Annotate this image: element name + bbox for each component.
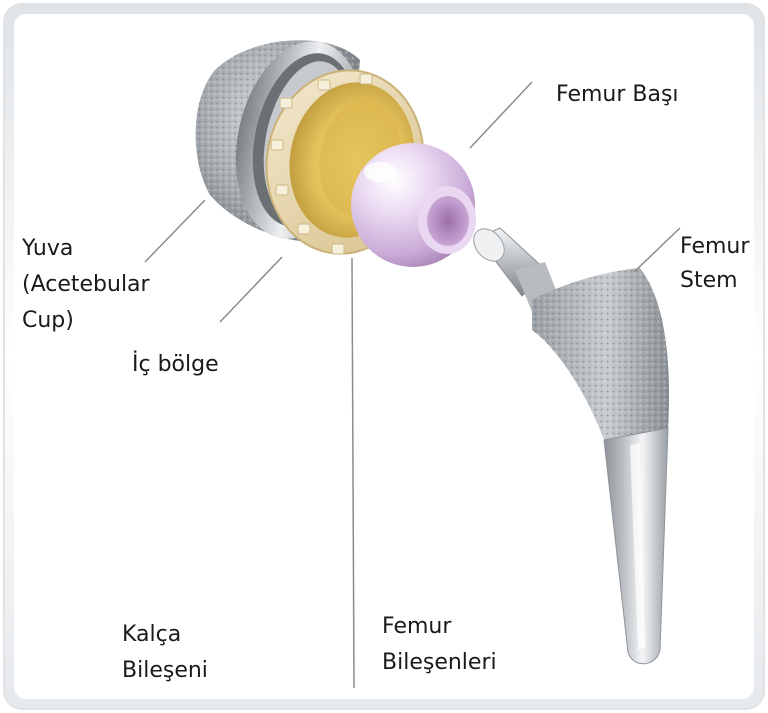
femoral-stem-label-line1: Femur [680,232,749,262]
hip-component-label-line2: Bileşeni [122,656,208,686]
femoral-head-illustration [351,143,476,267]
femoral-stem-label-line2: Stem [680,266,738,296]
femoral-components-label-line1: Femur [382,612,451,642]
liner-label: İç bölge [132,350,219,380]
femoral-components-label-line2: Bileşenleri [382,648,497,678]
hip-component-label-line1: Kalça [122,620,181,650]
femoral-head-label: Femur Başı [556,80,679,110]
cup-label-line1: Yuva [22,234,73,264]
cup-label-line2: (Acetebular [22,270,150,300]
cup-label-line3: Cup) [22,306,74,336]
